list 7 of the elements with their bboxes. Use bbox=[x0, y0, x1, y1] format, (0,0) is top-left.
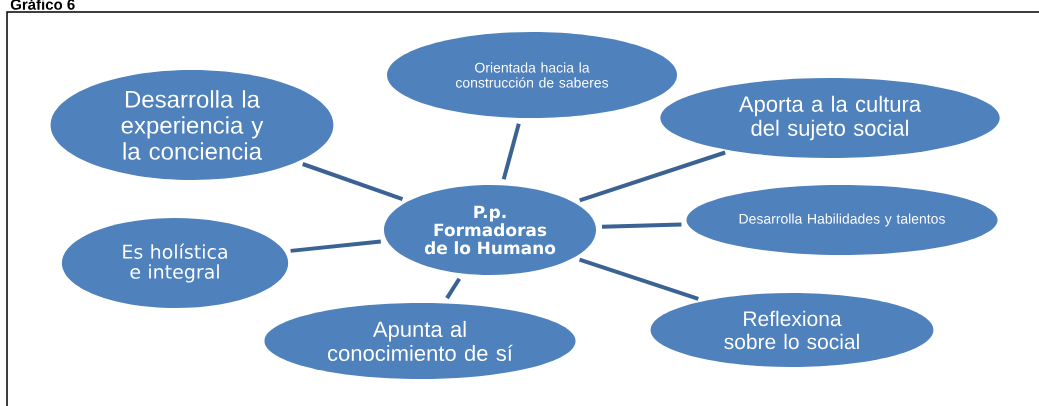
connector-line bbox=[445, 277, 461, 300]
connector-line bbox=[302, 162, 404, 202]
connector-line bbox=[290, 239, 382, 253]
connector-line bbox=[501, 123, 521, 180]
connector-line bbox=[601, 222, 682, 229]
connector-line bbox=[579, 150, 726, 203]
connector-line bbox=[578, 257, 699, 301]
